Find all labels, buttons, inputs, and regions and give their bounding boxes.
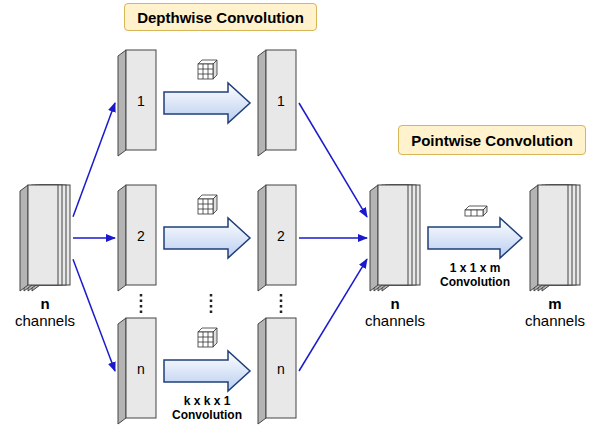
- block-arrow: [428, 218, 522, 258]
- channel-slab: 2: [258, 185, 296, 291]
- channel-count: m: [520, 295, 590, 312]
- stack-shape: [530, 185, 580, 291]
- slab-shape: [118, 318, 156, 424]
- connector-arrow: [299, 103, 367, 217]
- kernel-icon: [198, 60, 217, 79]
- channel-number: 1: [126, 93, 156, 109]
- stack-shape: [20, 185, 70, 291]
- convolution-label: 1 x 1 x m Convolution: [429, 262, 521, 290]
- channel-slab: n: [118, 318, 156, 424]
- title-box: Depthwise Convolution: [124, 3, 317, 31]
- channel-caption: channels: [520, 312, 590, 329]
- channel-slab: 1: [118, 50, 156, 156]
- block-arrow: [164, 218, 250, 258]
- convolution-label: k x k x 1 Convolution: [161, 395, 253, 423]
- channel-caption: channels: [360, 312, 430, 329]
- title-box: Pointwise Convolution: [398, 125, 586, 155]
- ellipsis-dots: [141, 294, 281, 314]
- channel-stack: nchannels: [360, 185, 430, 331]
- channel-count: n: [360, 295, 430, 312]
- channel-number: 1: [266, 93, 296, 109]
- connector-arrow: [73, 238, 115, 239]
- slab-shape: [118, 185, 156, 291]
- connector-arrow: [299, 259, 367, 371]
- channel-number: n: [266, 361, 296, 377]
- channel-stack: nchannels: [10, 185, 80, 331]
- channel-number: n: [126, 361, 156, 377]
- channel-caption: channels: [10, 312, 80, 329]
- pointwise-kernel-icon: [465, 206, 487, 216]
- connector-arrow: [73, 103, 115, 217]
- kernel-icon: [198, 195, 217, 214]
- slab-shape: [258, 50, 296, 156]
- stack-shape: [370, 185, 420, 291]
- slab-shape: [118, 50, 156, 156]
- channel-number: 2: [126, 228, 156, 244]
- kernel-icon: [198, 328, 217, 347]
- connector-arrow: [299, 238, 367, 239]
- connector-arrow: [73, 259, 115, 371]
- channel-slab: 2: [118, 185, 156, 291]
- channel-slab: 1: [258, 50, 296, 156]
- channel-slab: n: [258, 318, 296, 424]
- channel-stack: mchannels: [520, 185, 590, 331]
- slab-shape: [258, 318, 296, 424]
- title-text: Pointwise Convolution: [411, 132, 573, 149]
- block-arrow: [164, 83, 250, 123]
- channel-count: n: [10, 295, 80, 312]
- title-text: Depthwise Convolution: [137, 9, 304, 26]
- slab-shape: [258, 185, 296, 291]
- block-arrow: [164, 351, 250, 391]
- channel-number: 2: [266, 228, 296, 244]
